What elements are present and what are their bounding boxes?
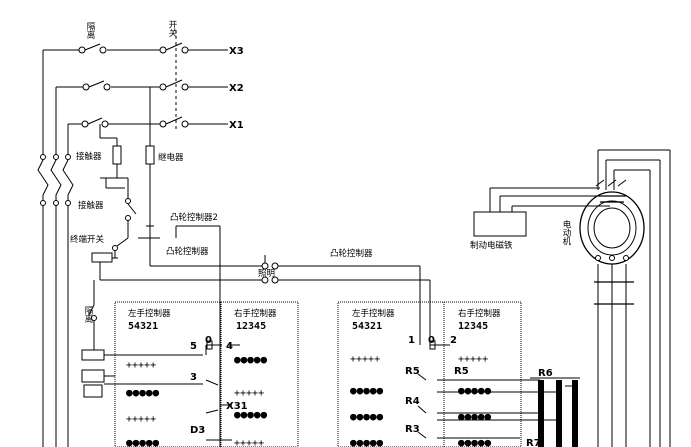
ctrl-right-header-left: 左手控制器 bbox=[352, 308, 395, 319]
ctrl-right-contact-r3: R3 bbox=[405, 424, 420, 435]
lower-left-switch bbox=[81, 280, 115, 398]
ctrl-left-row-3a: +++++ bbox=[126, 414, 156, 425]
label-cam2: 凸轮控制器2 bbox=[170, 212, 218, 223]
ctrl-left-contact-5: 5 bbox=[190, 341, 197, 352]
ctrl-right-row-2a: ●●●●● bbox=[350, 384, 383, 397]
ctrl-left-row-4a: ●●●●● bbox=[126, 436, 159, 447]
ctrl-left-row-3b: ●●●●● bbox=[234, 408, 267, 421]
label-contactor-left: 接触器 bbox=[76, 151, 102, 162]
terminal-x31: X31 bbox=[226, 401, 248, 412]
terminal-x1: X1 bbox=[229, 120, 244, 131]
ctrl-right-row-1b: +++++ bbox=[458, 354, 488, 365]
ctrl-right-contact-2: 2 bbox=[450, 335, 457, 346]
ctrl-left-digits-left: 54321 bbox=[128, 321, 158, 332]
label-mid-left: 接触器 bbox=[78, 200, 104, 211]
ctrl-left-header-left: 左手控制器 bbox=[128, 308, 171, 319]
label-cam-controller: 凸轮控制器 bbox=[166, 246, 209, 257]
ctrl-left-row-4b: +++++ bbox=[234, 438, 264, 447]
ctrl-right-contact-r4: R4 bbox=[405, 396, 420, 407]
brake-magnet bbox=[473, 187, 610, 237]
resistor-bank bbox=[530, 377, 580, 447]
ctrl-right-row-3b: ●●●●● bbox=[458, 410, 491, 423]
ctrl-right-header-right: 右手控制器 bbox=[458, 308, 501, 319]
ctrl-right-row-3a: ●●●●● bbox=[350, 410, 383, 423]
ctrl-right-row-4b: ●●●●● bbox=[458, 436, 491, 447]
ctrl-right-contact-r5a: R5 bbox=[405, 366, 420, 377]
ctrl-left-row-1a: +++++ bbox=[126, 360, 156, 371]
label-brake-magnet: 制动电磁铁 bbox=[470, 240, 513, 251]
ctrl-right-contact-0: 0 bbox=[428, 335, 435, 346]
ctrl-left-header-right: 右手控制器 bbox=[234, 308, 277, 319]
ctrl-right-row-1a: +++++ bbox=[350, 354, 380, 365]
label-relay: 继电器 bbox=[158, 152, 184, 163]
resistor-r6: R6 bbox=[538, 368, 553, 379]
label-lower-left: 隔离 bbox=[83, 306, 93, 324]
main-switch-contacts bbox=[159, 30, 189, 130]
isolator-contacts bbox=[78, 43, 111, 128]
limit-bus bbox=[91, 252, 431, 338]
ctrl-left-row-1b: ●●●●● bbox=[234, 353, 267, 366]
ctrl-right-row-4a: ●●●●● bbox=[350, 436, 383, 447]
contactor-branch bbox=[99, 87, 262, 447]
ctrl-left-contact-d3: D3 bbox=[190, 425, 205, 436]
label-main-switch: 开关 bbox=[167, 20, 177, 38]
label-light: 照明 bbox=[258, 269, 275, 279]
power-lines bbox=[42, 49, 228, 447]
ctrl-right-contact-r5b: R5 bbox=[454, 366, 469, 377]
terminal-x3: X3 bbox=[229, 46, 244, 57]
controller-left bbox=[114, 301, 299, 447]
terminal-x2: X2 bbox=[229, 83, 244, 94]
ctrl-left-contact-0: 0 bbox=[205, 335, 212, 346]
ctrl-left-digits-right: 12345 bbox=[236, 321, 266, 332]
ctrl-left-row-2b: +++++ bbox=[234, 388, 264, 399]
label-limit-left: 终端开关 bbox=[70, 234, 105, 245]
label-cam1: 凸轮控制器 bbox=[330, 248, 373, 259]
label-isolator: 隔离 bbox=[85, 22, 95, 40]
ctrl-left-row-2a: ●●●●● bbox=[126, 386, 159, 399]
ctrl-left-contact-4: 4 bbox=[226, 341, 233, 352]
motor bbox=[579, 149, 671, 447]
ctrl-right-contact-1: 1 bbox=[408, 335, 415, 346]
ctrl-right-row-2b: ●●●●● bbox=[458, 384, 491, 397]
ctrl-left-contact-3: 3 bbox=[190, 372, 197, 383]
label-motor: 电动机 bbox=[561, 219, 571, 246]
ctrl-right-digits-right: 12345 bbox=[458, 321, 488, 332]
resistor-r7: R7 bbox=[526, 438, 541, 447]
fuses bbox=[37, 154, 74, 206]
ctrl-right-digits-left: 54321 bbox=[352, 321, 382, 332]
